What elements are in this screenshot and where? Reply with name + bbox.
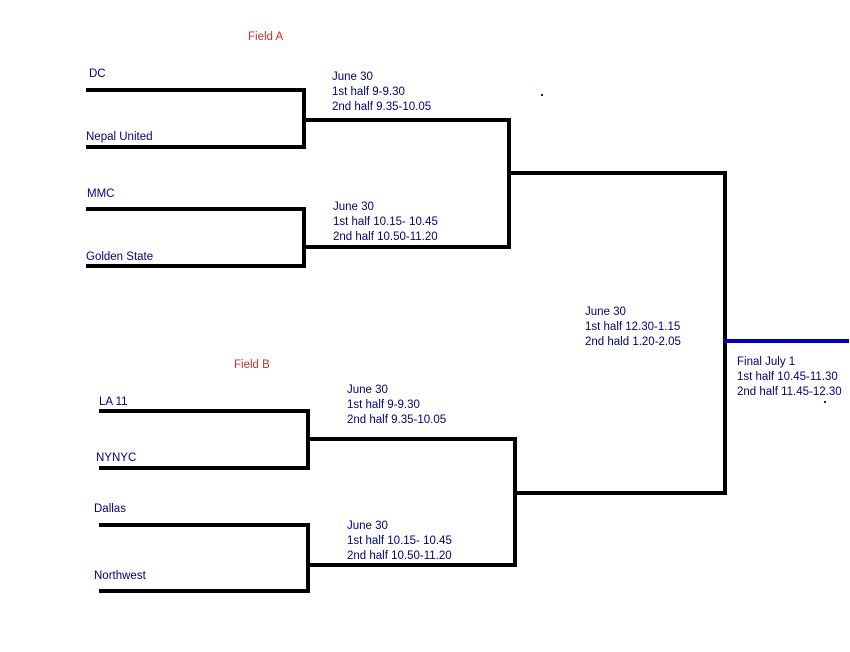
bracket-line-northwest (99, 589, 310, 593)
match-second-half: 2nd half 10.50-11.20 (333, 231, 438, 243)
match-first-half: 1st half 10.45-11.30 (737, 371, 838, 383)
bracket-line-dallas (99, 523, 310, 527)
artifact-speck-upper (541, 94, 543, 96)
bracket-line-la-11 (99, 409, 310, 413)
bracket-line-final-bottom (513, 491, 727, 495)
match-info-b-quarter-1: June 30 1st half 9-9.30 2nd half 9.35-10… (347, 383, 446, 428)
match-info-a-quarter-2: June 30 1st half 10.15- 10.45 2nd half 1… (333, 200, 438, 245)
field-a-label: Field A (248, 31, 284, 43)
team-label-golden-state: Golden State (86, 251, 154, 263)
match-first-half: 1st half 10.15- 10.45 (347, 535, 452, 547)
team-label-dc: DC (89, 68, 106, 80)
bracket-line-final-top (507, 171, 727, 175)
match-second-half: 2nd half 10.50-11.20 (347, 550, 452, 562)
bracket-line-mmc (86, 207, 306, 211)
team-label-nepal-united: Nepal United (86, 131, 153, 143)
match-first-half: 1st half 12.30-1.15 (585, 321, 681, 333)
bracket-line-dc (86, 88, 306, 92)
match-date: June 30 (585, 306, 626, 318)
team-label-mmc: MMC (87, 188, 115, 200)
bracket-connector-sf-a (507, 118, 511, 249)
bracket-connector-sf-b (513, 437, 517, 567)
field-b-label: Field B (234, 359, 270, 371)
match-info-a-quarter-1: June 30 1st half 9-9.30 2nd half 9.35-10… (332, 70, 431, 115)
match-second-half: 2nd half 11.45-12.30 (737, 386, 842, 398)
match-info-final: Final July 1 1st half 10.45-11.30 2nd ha… (737, 355, 842, 400)
match-date: June 30 (347, 520, 388, 532)
bracket-line-sf-b-top (306, 437, 517, 441)
match-second-half: 2nd hald 1.20-2.05 (585, 336, 681, 348)
bracket-line-sf-a-bottom (302, 245, 511, 249)
match-info-semifinal: June 30 1st half 12.30-1.15 2nd hald 1.2… (585, 305, 681, 350)
team-label-nynyc: NYNYC (96, 452, 137, 464)
match-info-b-quarter-2: June 30 1st half 10.15- 10.45 2nd half 1… (347, 519, 452, 564)
bracket-line-nepal-united (86, 145, 306, 149)
team-label-northwest: Northwest (94, 570, 146, 582)
match-date: June 30 (333, 201, 374, 213)
bracket-line-sf-b-bottom (306, 563, 517, 567)
match-first-half: 1st half 9-9.30 (347, 399, 420, 411)
match-date: June 30 (332, 71, 373, 83)
team-label-la-11: LA 11 (99, 396, 128, 408)
match-second-half: 2nd half 9.35-10.05 (332, 101, 432, 113)
match-date: Final July 1 (737, 356, 796, 368)
bracket-connector-b2 (306, 523, 310, 593)
bracket-line-champion (723, 339, 849, 343)
match-first-half: 1st half 10.15- 10.45 (333, 216, 438, 228)
team-label-dallas: Dallas (94, 503, 126, 515)
artifact-speck-final (824, 401, 826, 403)
match-second-half: 2nd half 9.35-10.05 (347, 414, 447, 426)
match-first-half: 1st half 9-9.30 (332, 86, 405, 98)
match-date: June 30 (347, 384, 388, 396)
bracket-connector-final (723, 171, 727, 495)
bracket-line-sf-a-top (302, 118, 511, 122)
bracket-line-golden-state (86, 264, 306, 268)
bracket-line-nynyc (99, 466, 310, 470)
bracket-connector-a2 (302, 207, 306, 268)
